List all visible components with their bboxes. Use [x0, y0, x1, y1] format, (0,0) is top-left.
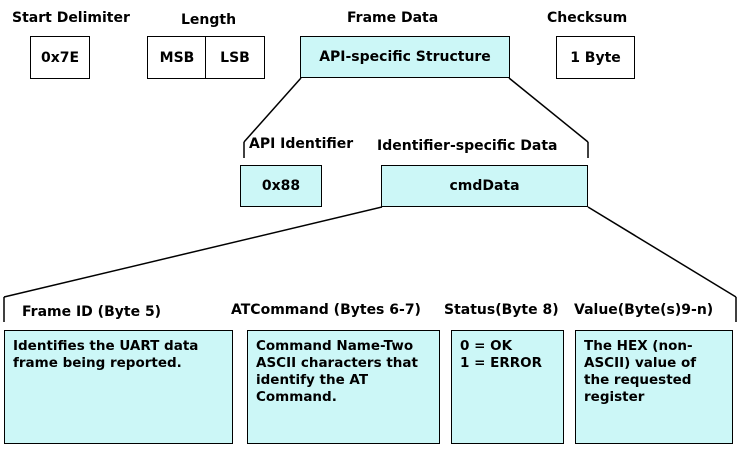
frame-data-label: Frame Data: [347, 10, 439, 26]
frame-data-box: API-specific Structure: [300, 36, 510, 78]
length-lsb-box: LSB: [205, 36, 265, 79]
value-description: The HEX (non- ASCII) value of the reques…: [575, 330, 733, 444]
at-command-description: Command Name-Two ASCII characters that i…: [247, 330, 440, 444]
identifier-data-label: Identifier-specific Data: [377, 138, 558, 154]
checksum-box: 1 Byte: [556, 36, 635, 79]
start-delimiter-box: 0x7E: [30, 36, 90, 79]
length-label: Length: [181, 12, 237, 28]
start-delimiter-label: Start Delimiter: [12, 10, 130, 26]
length-msb-box: MSB: [147, 36, 207, 79]
identifier-data-box: cmdData: [381, 165, 588, 207]
at-command-label: ATCommand (Bytes 6-7): [231, 302, 421, 318]
value-label: Value(Byte(s)9-n): [574, 302, 714, 318]
checksum-label: Checksum: [547, 10, 628, 26]
status-label: Status(Byte 8): [444, 302, 559, 318]
frame-id-label: Frame ID (Byte 5): [22, 304, 162, 320]
frame-id-description: Identifies the UART data frame being rep…: [4, 330, 233, 444]
api-identifier-box: 0x88: [240, 165, 322, 207]
status-description: 0 = OK 1 = ERROR: [451, 330, 564, 444]
api-identifier-label: API Identifier: [249, 136, 354, 152]
